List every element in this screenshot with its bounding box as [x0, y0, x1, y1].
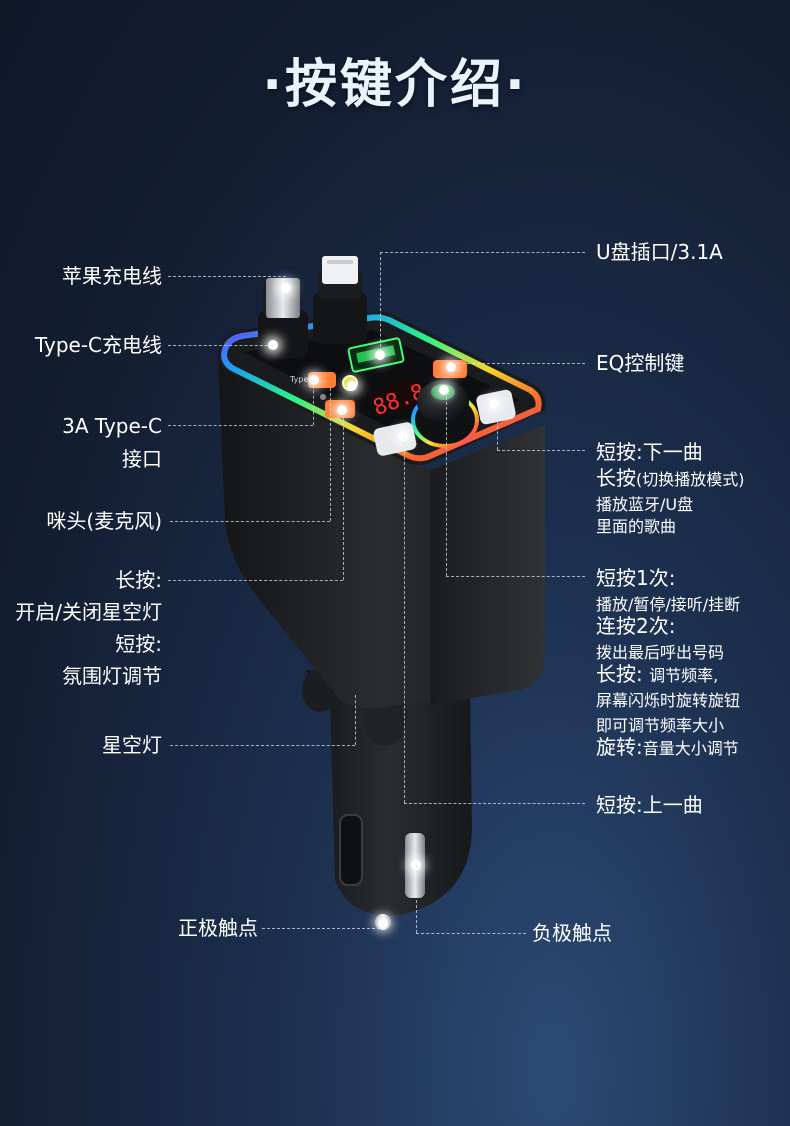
- leader-starry: [170, 745, 355, 746]
- label-next-short: 短按:下一曲: [596, 440, 703, 464]
- leader-usb-v: [380, 252, 381, 352]
- marker-mic: [347, 381, 357, 391]
- marker-apple-cable: [281, 283, 291, 293]
- leader-next: [497, 450, 585, 451]
- label-typec-cable: Type-C充电线: [34, 333, 162, 357]
- leader-positive: [262, 928, 380, 929]
- label-typec-port-1: 3A Type-C: [62, 414, 162, 438]
- label-next-long-title: 长按: [596, 466, 636, 490]
- leader-prev: [404, 803, 585, 804]
- leader-typec-port: [168, 425, 313, 426]
- label-long-press-desc: 开启/关闭星空灯: [15, 600, 162, 624]
- label-negative: 负极触点: [532, 921, 612, 945]
- marker-typec-cable: [268, 340, 278, 350]
- leader-usb: [380, 252, 585, 253]
- label-long-press-title: 长按:: [115, 568, 162, 592]
- leader-knob: [446, 576, 585, 577]
- label-knob-double-desc: 拨出最后呼出号码: [596, 643, 725, 662]
- label-typec-port-2: 接口: [122, 447, 162, 471]
- leader-prev-v: [404, 437, 405, 803]
- label-knob-long-title: 长按:: [596, 662, 643, 686]
- leader-starry-v: [355, 695, 356, 745]
- label-knob-long-desc2: 屏幕闪烁时旋转旋钮: [596, 691, 741, 710]
- label-knob-short-desc: 播放/暂停/接听/挂断: [596, 595, 741, 614]
- label-next-long-line3: 里面的歌曲: [596, 517, 677, 536]
- label-starry-light: 星空灯: [102, 733, 162, 757]
- leader-typec-cable: [168, 345, 273, 346]
- label-knob-long-desc1: 调节频率,: [649, 666, 719, 685]
- label-next-long-line2: 播放蓝牙/U盘: [596, 495, 694, 514]
- label-knob-rotate-desc: 音量大小调节: [642, 739, 739, 758]
- marker-knob: [439, 385, 449, 395]
- leader-mic-v: [330, 388, 331, 521]
- label-knob-long: 长按: 调节频率,: [596, 658, 718, 692]
- label-positive: 正极触点: [178, 916, 258, 940]
- leader-mic: [170, 521, 330, 522]
- leader-light-btn-v: [343, 412, 344, 580]
- marker-next: [489, 399, 499, 409]
- leader-eq: [452, 363, 585, 364]
- label-knob-rotate-title: 旋转:: [596, 735, 643, 759]
- marker-eq-key: [446, 362, 456, 372]
- svg-text:Type-C: Type-C: [289, 375, 317, 384]
- label-knob-rotate: 旋转:音量大小调节: [596, 731, 739, 765]
- label-apple-cable: 苹果充电线: [62, 264, 162, 288]
- label-knob-long-desc3: 即可调节频率大小: [596, 716, 725, 735]
- marker-typec-port: [309, 375, 319, 385]
- label-knob-short: 短按1次:: [596, 566, 676, 590]
- label-prev-short: 短按:上一曲: [596, 793, 703, 817]
- label-next-long: 长按(切换播放模式): [596, 462, 745, 496]
- rotary-knob: [411, 380, 479, 448]
- leader-negative: [416, 933, 526, 934]
- marker-positive: [378, 918, 388, 928]
- leader-knob-v: [446, 392, 447, 576]
- device-body: 88.8 Type-C: [218, 311, 546, 708]
- marker-prev: [398, 431, 408, 441]
- leader-next-v: [497, 405, 498, 450]
- marker-light-btn: [337, 405, 347, 415]
- label-eq-key: EQ控制键: [596, 351, 685, 375]
- label-mic: 咪头(麦克风): [46, 509, 162, 533]
- leader-light-btn: [168, 580, 343, 581]
- leader-typec-port-v: [313, 380, 314, 425]
- label-knob-double: 连按2次:: [596, 614, 676, 638]
- leader-negative-v: [416, 865, 417, 933]
- label-short-press-desc: 氛围灯调节: [62, 664, 162, 688]
- page-title: ·按键介绍·: [262, 55, 528, 115]
- label-usb-port: U盘插口/3.1A: [596, 240, 723, 264]
- label-short-press-title: 短按:: [115, 632, 162, 656]
- leader-apple: [168, 276, 286, 277]
- label-next-long-paren: (切换播放模式): [636, 470, 745, 489]
- marker-usb-port: [375, 350, 385, 360]
- plug-stem: [302, 668, 472, 930]
